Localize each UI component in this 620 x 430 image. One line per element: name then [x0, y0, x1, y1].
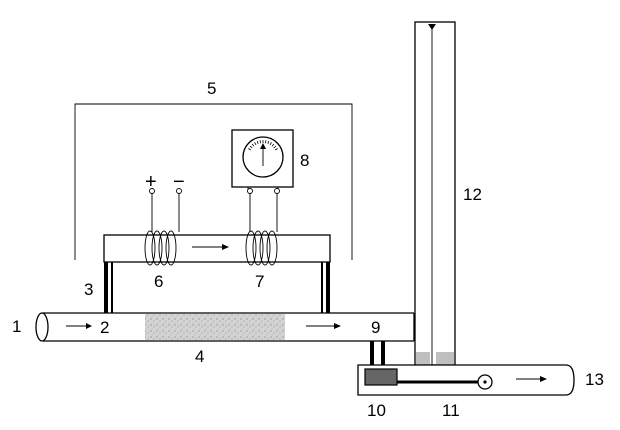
label-2: 2 — [100, 318, 109, 337]
gauge-tick — [265, 140, 267, 144]
gauge-ticks — [248, 140, 278, 151]
gauge-tick — [274, 148, 278, 151]
gauge-tick — [251, 143, 255, 147]
gauge-tick — [248, 148, 252, 151]
gauge-tick — [254, 142, 257, 146]
vertical-column — [414, 21, 456, 378]
bypass-pipe — [103, 234, 331, 263]
bypass-legs — [104, 262, 330, 313]
label-9: 9 — [371, 318, 380, 337]
outlet-tube — [357, 364, 575, 396]
granular-section — [145, 314, 285, 340]
gauge-tick — [256, 140, 259, 144]
bracket-5 — [74, 103, 353, 260]
gauge-needle — [260, 143, 266, 149]
label-13: 13 — [585, 370, 604, 389]
label-7: 7 — [255, 272, 264, 291]
label-1: 1 — [12, 317, 21, 336]
column-fill-left — [416, 352, 430, 364]
flow-arrow-main — [306, 323, 341, 329]
label-6: 6 — [154, 272, 163, 291]
flow-arrow-bypass — [192, 244, 229, 250]
label-3: 3 — [84, 280, 93, 299]
gauge-tick — [249, 145, 253, 149]
flow-arrow-outlet — [516, 376, 547, 382]
heating-coil — [144, 188, 182, 266]
gauge-tick — [267, 140, 270, 144]
connecting-tube — [370, 341, 385, 365]
label-5: 5 — [207, 79, 216, 98]
column-fill-right — [436, 352, 454, 364]
label-12: 12 — [463, 185, 482, 204]
column-marker — [428, 24, 436, 30]
gauge-tick — [269, 142, 272, 146]
gauge-tick — [271, 143, 275, 147]
gauge-tick — [273, 145, 277, 149]
gauge-meter — [231, 129, 294, 189]
sensor-coil — [245, 188, 280, 266]
piston-block — [364, 368, 398, 386]
label-plus: + — [145, 171, 157, 193]
flow-arrow-inlet — [66, 323, 92, 329]
gauge-tick — [259, 140, 261, 144]
label-8: 8 — [300, 151, 309, 170]
label-minus: − — [173, 171, 185, 193]
label-11: 11 — [442, 401, 460, 420]
label-4: 4 — [195, 347, 204, 366]
label-10: 10 — [367, 401, 386, 420]
